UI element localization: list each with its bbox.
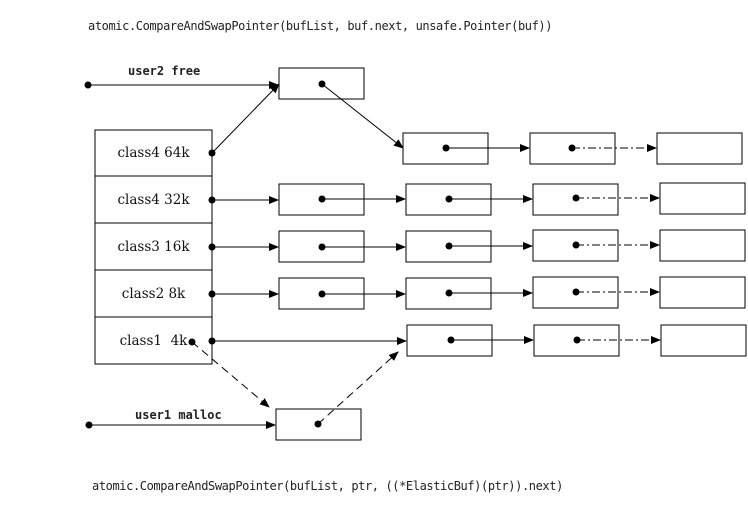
node-16k-4 [659, 229, 746, 262]
class-cell-8k [94, 269, 213, 318]
node-8k-3 [532, 276, 619, 309]
node-4k-2 [533, 324, 620, 357]
node-32k-4 [659, 182, 746, 215]
class-cell-16k [94, 222, 213, 271]
node-4k-3 [660, 324, 747, 357]
class-64k-to-free-node [211, 83, 280, 154]
node-32k-3 [532, 183, 619, 216]
user2-free-label: user2 free [128, 64, 201, 78]
node-64k-3 [656, 132, 743, 165]
node-8k-4 [659, 276, 746, 309]
cas-free-code: atomic.CompareAndSwapPointer(bufList, bu… [88, 19, 553, 33]
class-cell-64k [94, 129, 213, 177]
malloc-node [275, 408, 362, 441]
user1-malloc-label: user1 malloc [135, 408, 222, 422]
malloc-node-to-4k-chain [317, 351, 399, 425]
class-4k-to-malloc-node [191, 341, 270, 408]
free-node-to-64k-chain [321, 83, 404, 149]
cas-malloc-code: atomic.CompareAndSwapPointer(bufList, pt… [92, 479, 563, 493]
class-cell-32k [94, 175, 213, 224]
node-16k-3 [532, 229, 619, 262]
